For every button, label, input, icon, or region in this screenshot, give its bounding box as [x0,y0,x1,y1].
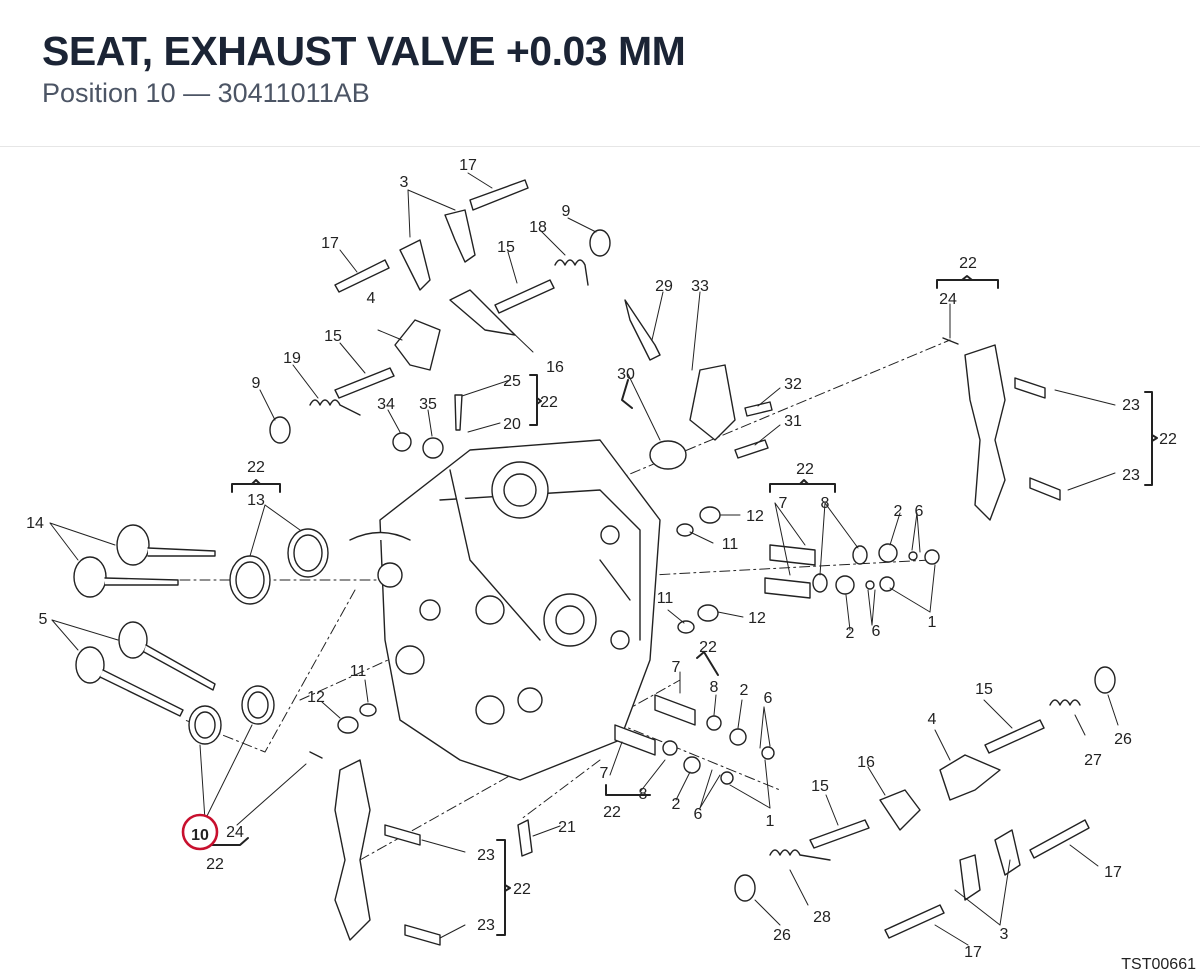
label-29: 29 [655,278,673,295]
leader-lines [49,172,1119,946]
label-30: 30 [617,366,635,383]
label-24: 24 [939,291,957,308]
page-title: SEAT, EXHAUST VALVE +0.03 MM [42,28,686,74]
label-31: 31 [784,413,802,430]
label-6: 6 [694,806,703,823]
label-2: 2 [740,682,749,699]
label-11: 11 [350,663,367,680]
label-32: 32 [784,376,802,393]
label-22: 22 [206,856,224,873]
label-6: 6 [764,690,773,707]
label-12: 12 [746,508,764,525]
label-14: 14 [26,515,44,532]
label-8: 8 [710,679,719,696]
label-3: 3 [400,174,409,191]
label-2: 2 [672,796,681,813]
label-23: 23 [1122,467,1140,484]
label-17: 17 [964,944,982,961]
label-24: 24 [226,824,244,841]
drawing-code: TST00661 [1121,956,1196,973]
label-22: 22 [699,639,717,656]
page-subtitle: Position 10 — 30411011AB [42,78,370,108]
label-18: 18 [529,219,547,236]
label-13: 13 [247,492,265,509]
label-11: 11 [722,536,739,553]
label-1: 1 [766,813,775,830]
cylinder-head [349,439,661,781]
label-15: 15 [975,681,993,698]
label-22: 22 [603,804,621,821]
label-26: 26 [773,927,791,944]
label-2: 2 [894,503,903,520]
label-7: 7 [600,765,609,782]
label-11: 11 [657,590,674,607]
label-22: 22 [1159,431,1177,448]
label-27: 27 [1084,752,1102,769]
label-15: 15 [811,778,829,795]
highlight-circle [181,813,219,851]
label-21: 21 [558,819,576,836]
group-braces [189,275,1158,936]
rocker-arms-lower [879,754,1021,901]
label-25: 25 [503,373,521,390]
label-6: 6 [915,503,924,520]
exploded-parts-diagram: 10 17 3 17 9 18 15 29 33 4 15 16 19 9 25… [26,157,1177,961]
label-17: 17 [459,157,477,174]
label-19: 19 [283,350,301,367]
tappet-parts [614,543,940,785]
callout-labels: 17 3 17 9 18 15 29 33 4 15 16 19 9 25 22… [26,157,1177,961]
label-12: 12 [748,610,766,627]
label-17: 17 [1104,864,1122,881]
page-header: SEAT, EXHAUST VALVE +0.03 MM Position 10… [0,0,1200,147]
label-16: 16 [546,359,564,376]
label-22: 22 [796,461,814,478]
label-35: 35 [419,396,437,413]
label-3: 3 [1000,926,1009,943]
label-16: 16 [857,754,875,771]
label-5: 5 [39,611,48,628]
label-22: 22 [540,394,558,411]
rocker-shafts [334,179,1090,939]
label-15: 15 [324,328,342,345]
label-9: 9 [562,203,571,220]
label-22: 22 [247,459,265,476]
sensor-and-fittings [309,299,959,857]
label-22: 22 [959,255,977,272]
rocker-arms-upper [394,209,516,371]
label-6: 6 [872,623,881,640]
cam-caps [334,344,1006,941]
label-15: 15 [497,239,515,256]
label-7: 7 [779,495,788,512]
label-1: 1 [928,614,937,631]
label-28: 28 [813,909,831,926]
label-20: 20 [503,416,521,433]
label-9: 9 [252,375,261,392]
cap-bolts [384,377,1061,946]
return-springs [309,259,1081,861]
label-23: 23 [477,917,495,934]
label-22: 22 [513,881,531,898]
label-4: 4 [928,711,937,728]
label-8: 8 [639,786,648,803]
label-34: 34 [377,396,395,413]
label-2: 2 [846,625,855,642]
label-7: 7 [672,659,681,676]
label-17: 17 [321,235,339,252]
intake-valves [73,524,216,598]
exhaust-valves [75,621,216,717]
label-33: 33 [691,278,709,295]
label-8: 8 [821,495,830,512]
label-23: 23 [1122,397,1140,414]
label-26: 26 [1114,731,1132,748]
bushings [269,229,1116,902]
exhaust-valve-seats [188,685,275,745]
label-10: 10 [191,827,209,844]
label-4: 4 [367,290,376,307]
label-23: 23 [477,847,495,864]
label-12: 12 [307,689,325,706]
intake-valve-seats [229,528,329,605]
